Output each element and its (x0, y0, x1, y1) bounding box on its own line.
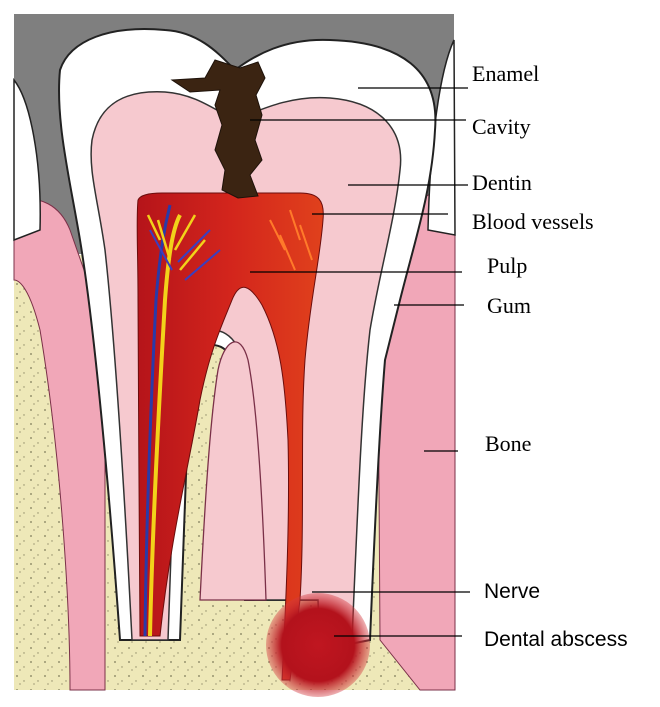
label-dentin: Dentin (472, 170, 532, 196)
dental-abscess (266, 593, 370, 697)
label-gum: Gum (487, 293, 531, 319)
label-enamel: Enamel (472, 61, 539, 87)
label-blood-vessels: Blood vessels (472, 209, 594, 235)
label-nerve: Nerve (484, 580, 540, 604)
label-pulp: Pulp (487, 253, 527, 279)
label-cavity: Cavity (472, 114, 531, 140)
label-bone: Bone (485, 431, 531, 457)
label-dental-abscess: Dental abscess (484, 628, 628, 652)
